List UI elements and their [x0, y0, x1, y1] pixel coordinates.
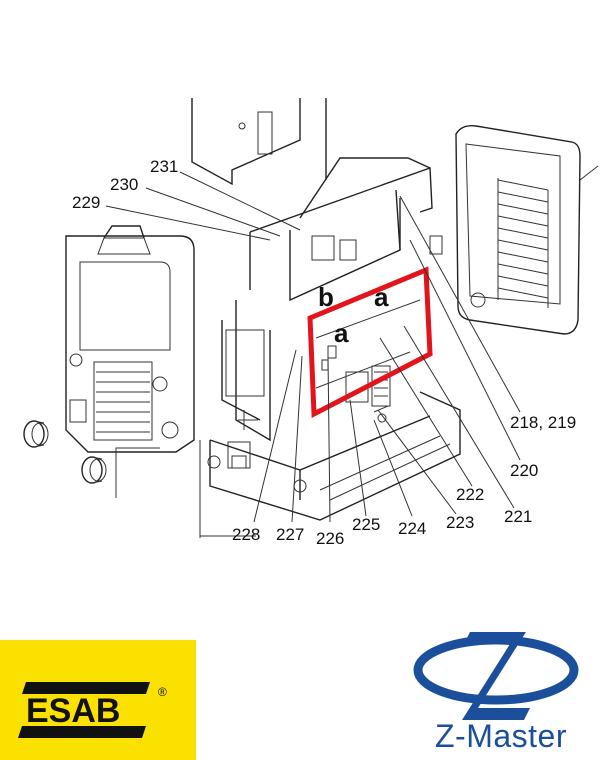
knob-left-bottom	[81, 456, 107, 484]
callout-223: 223	[446, 513, 474, 532]
callout-230: 230	[110, 175, 138, 194]
callout-220: 220	[510, 461, 538, 480]
callout-224: 224	[398, 519, 426, 538]
callout-225: 225	[352, 515, 380, 534]
z-master-logo-mark	[413, 632, 579, 720]
rear-panel	[455, 124, 599, 335]
callout-229: 229	[72, 193, 100, 212]
knob-left-top	[23, 420, 49, 448]
marker-a-upper: a	[374, 282, 389, 312]
callout-218-219: 218, 219	[510, 413, 576, 432]
registered-mark: ®	[158, 685, 167, 699]
callout-227: 227	[276, 525, 304, 544]
marker-a-lower: a	[334, 318, 349, 348]
esab-text: ESAB	[26, 692, 120, 730]
callout-222: 222	[456, 485, 484, 504]
leader-lines	[105, 171, 521, 538]
callout-221: 221	[504, 507, 532, 526]
back-cover-panel	[191, 98, 327, 186]
callout-226: 226	[316, 529, 344, 548]
esab-logo: ESAB ®	[0, 640, 196, 760]
esab-wordmark: ESAB ®	[18, 682, 167, 738]
highlight-frame	[307, 266, 433, 419]
marker-b: b	[318, 282, 334, 312]
callout-231: 231	[150, 157, 178, 176]
callout-228: 228	[232, 525, 260, 544]
z-master-text: Z-Master	[435, 718, 567, 754]
front-panel	[65, 225, 195, 453]
